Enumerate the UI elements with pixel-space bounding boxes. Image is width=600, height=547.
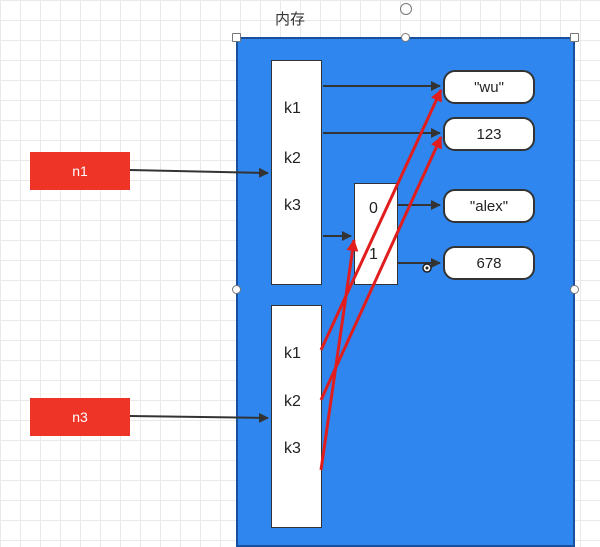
- value-alex-text: "alex": [469, 197, 509, 215]
- value-123-text: 123: [476, 125, 502, 143]
- value-123[interactable]: 123: [443, 117, 535, 151]
- red-arrow-k1-to-wu: [319, 89, 443, 351]
- memory-title: 内存: [275, 11, 306, 28]
- value-678-text: 678: [476, 254, 502, 272]
- arrow-n3-to-dict: [129, 412, 269, 423]
- resize-handle-right[interactable]: [570, 285, 579, 294]
- dict-n3-key-k3: k3: [284, 440, 301, 457]
- dict-n3[interactable]: [271, 305, 322, 528]
- dict-n1-key-k2: k2: [284, 150, 301, 167]
- resize-handle-top[interactable]: [401, 33, 410, 42]
- arrow-n1-to-dict: [129, 167, 269, 178]
- list-index-1: 1: [369, 246, 378, 263]
- variable-n1-label: n1: [72, 163, 88, 179]
- value-alex[interactable]: "alex": [443, 189, 535, 223]
- variable-n3[interactable]: n3: [30, 398, 130, 436]
- dict-n1-key-k1: k1: [284, 100, 301, 117]
- variable-n3-label: n3: [72, 409, 88, 425]
- dict-n1[interactable]: [271, 60, 322, 285]
- dict-n3-key-k2: k2: [284, 393, 301, 410]
- value-678[interactable]: 678: [443, 246, 535, 280]
- rotate-handle[interactable]: [400, 3, 412, 15]
- red-arrow-k2-to-123: [319, 136, 443, 401]
- value-wu[interactable]: "wu": [443, 70, 535, 104]
- dict-n3-key-k1: k1: [284, 345, 301, 362]
- resize-handle-top-left[interactable]: [232, 33, 241, 42]
- dict-n1-key-k3: k3: [284, 197, 301, 214]
- list-index-0: 0: [369, 200, 378, 217]
- value-wu-text: "wu": [474, 78, 504, 96]
- cursor-icon: [422, 263, 432, 273]
- resize-handle-top-right[interactable]: [570, 33, 579, 42]
- resize-handle-left[interactable]: [232, 285, 241, 294]
- variable-n1[interactable]: n1: [30, 152, 130, 190]
- red-arrow-k3-to-list: [319, 239, 359, 471]
